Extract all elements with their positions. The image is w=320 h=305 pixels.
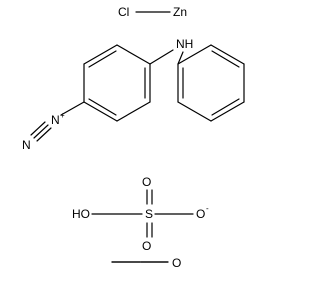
diazonium-nitrogen-label: N [51, 113, 60, 127]
terminal-nitrogen-label: N [22, 138, 31, 152]
sulfate-charge: - [206, 204, 209, 213]
nh-right-ring-bond [177, 51, 184, 65]
zinc-atom-label: Zn [173, 5, 187, 19]
formaldehyde-oxygen-label: O [172, 256, 181, 270]
nitrogen-triple-bond [30, 121, 52, 142]
sulfate-right-oxygen-label: O [196, 207, 205, 221]
nh-left-ring-bond [149, 49, 174, 65]
s-o-bottom-double-bond [146, 222, 153, 238]
diazonium-charge: + [60, 111, 65, 120]
sulfate-top-oxygen-label: O [142, 175, 151, 189]
amine-nh-label: NH [176, 37, 193, 51]
sulfur-atom-label: S [145, 207, 153, 221]
ring-diazonium-bond [60, 101, 85, 116]
sulfate-bottom-oxygen-label: O [142, 239, 151, 253]
s-o-top-double-bond [146, 189, 153, 205]
chlorine-atom-label: Cl [118, 5, 129, 19]
phenyl-ring [177, 44, 245, 122]
chemical-structure-diagram: Cl Zn NH N + N O [22, 5, 245, 270]
hydroxyl-label: HO [72, 207, 90, 221]
diazonium-phenyl-ring [83, 44, 151, 122]
